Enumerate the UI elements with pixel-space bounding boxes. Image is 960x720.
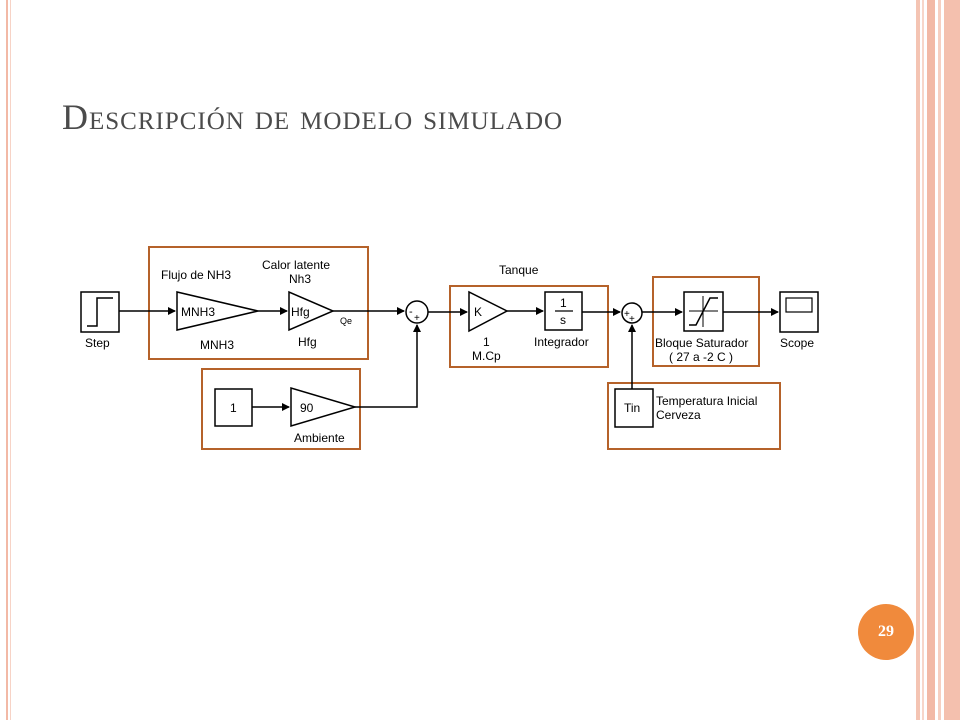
slide-title: Descripción de modelo simulado (62, 97, 564, 137)
saturation-block[interactable] (683, 291, 724, 332)
line-90-to-sum1 (355, 324, 421, 408)
step-block[interactable] (80, 291, 120, 333)
page-number-badge: 29 (858, 604, 914, 660)
gain-k-label-line2: M.Cp (472, 349, 501, 363)
highlight-box-ambiente (201, 368, 361, 450)
gain-hfg-text: Hfg (291, 305, 310, 319)
gain-hfg-block[interactable] (288, 290, 335, 332)
step-label: Step (85, 336, 110, 350)
signal-lines (119, 307, 779, 411)
constant-one-block[interactable] (214, 388, 253, 427)
tin-block[interactable] (614, 388, 654, 428)
tin-label-line1: Temperatura Inicial (656, 394, 757, 408)
integrator-num: 1 (560, 296, 567, 310)
highlight-box-nh3 (148, 246, 369, 360)
calor-label-line2: Nh3 (289, 272, 311, 286)
gain-k-label-line1: 1 (483, 335, 490, 349)
tanque-label: Tanque (499, 263, 539, 277)
sum2-sign-bottom: + (629, 314, 635, 325)
calor-label-line1: Calor latente (262, 258, 330, 272)
tin-text: Tin (624, 401, 640, 415)
scope-label: Scope (780, 336, 814, 350)
gain-mnh3-block[interactable] (176, 291, 259, 331)
slide-right-border (914, 0, 960, 720)
gain-mnh3-label: MNH3 (200, 338, 234, 352)
ambiente-label: Ambiente (294, 431, 345, 445)
qe-label: Qe (340, 316, 352, 326)
integrator-label: Integrador (534, 335, 589, 349)
gain-90-block[interactable] (290, 386, 358, 428)
highlight-box-tin (607, 382, 781, 450)
sum1-sign-top: - (409, 306, 413, 318)
tin-label-line2: Cerveza (656, 408, 701, 422)
slide-left-border (6, 0, 8, 720)
sum1-sign-bottom: + (414, 313, 420, 324)
gain-90-text: 90 (300, 401, 314, 415)
gain-k-block[interactable] (468, 290, 509, 333)
gain-mnh3-text: MNH3 (181, 305, 215, 319)
saturation-label-line1: Bloque Saturador (655, 336, 748, 350)
highlight-box-tanque (449, 285, 609, 368)
scope-block[interactable] (779, 291, 819, 333)
flujo-label: Flujo de NH3 (161, 268, 231, 282)
sum2-sign-left: + (624, 309, 630, 320)
integrator-den: s (560, 313, 566, 327)
integrator-block[interactable] (544, 291, 583, 331)
sum-block-2[interactable] (621, 302, 643, 324)
highlight-box-saturador (652, 276, 760, 367)
saturation-label-line2: ( 27 a -2 C ) (669, 350, 733, 364)
constant-one-text: 1 (230, 401, 237, 415)
gain-k-text: K (474, 305, 482, 319)
gain-hfg-label: Hfg (298, 335, 317, 349)
slide-left-border-thin (10, 0, 11, 720)
